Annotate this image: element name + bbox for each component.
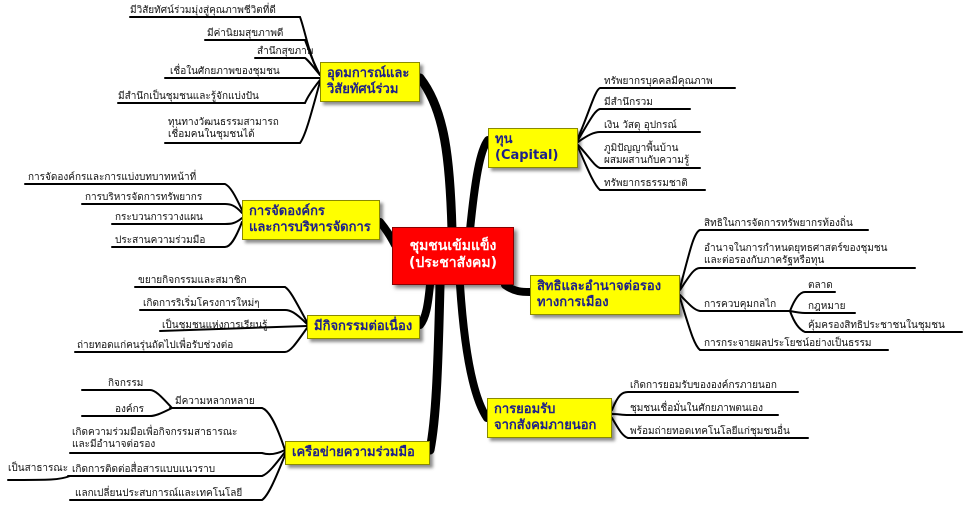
spoke-ideology [415,73,457,235]
spoke-activities [416,281,434,329]
branch-organization[interactable]: การจัดองค์กร และการบริหารจัดการ [242,200,380,240]
leaf-network-public: เป็นสาธารณะ [8,463,69,474]
spoke-acceptance [456,281,491,422]
central-node[interactable]: ชุมชนเข้มแข็ง (ประชาสังคม) [392,227,514,285]
leaf-rights-law: กฎหมาย [808,301,846,312]
branch-network[interactable]: เครือข่ายความร่วมมือ [285,441,430,465]
leaf-acceptance-1: เกิดการยอมรับขององค์กรภายนอก [630,380,777,391]
leaf-organization-4: ประสานความร่วมมือ [115,235,206,246]
branch-activities[interactable]: มีกิจกรรมต่อเนื่อง [307,315,420,339]
leaf-ideology-2: มีค่านิยมสุขภาพดี [207,28,284,39]
leaf-rights-protection: คุ้มครองสิทธิประชาชนในชุมชน [808,320,945,331]
leaf-ideology-6: ทุนทางวัฒนธรรมสามารถ เชื่อมคนในชุมชนได้ [168,117,279,140]
leaf-capital-3: เงิน วัสดุ อุปกรณ์ [604,120,677,131]
leaf-network-diversity: มีความหลากหลาย [175,396,255,407]
leaf-organization-2: การบริหารจัดการทรัพยากร [85,192,203,203]
leaf-ideology-4: เชื่อในศักยภาพของชุมชน [170,66,280,77]
leaf-capital-1: ทรัพยากรบุคคลมีคุณภาพ [604,76,713,87]
branch-rights[interactable]: สิทธิและอำนาจต่อรอง ทางการเมือง [530,275,680,315]
leaf-ideology-5: มีสำนึกเป็นชุมชนและรู้จักแบ่งปัน [118,91,259,102]
branch-ideology[interactable]: อุดมการณ์และ วิสัยทัศน์ร่วม [320,62,420,102]
branch-capital[interactable]: ทุน (Capital) [488,128,578,168]
leaf-rights-4: การกระจายผลประโยชน์อย่างเป็นธรรม [704,338,872,349]
leaf-acceptance-2: ชุมชนเชื่อมั่นในศักยภาพตนเอง [630,403,764,414]
leaf-acceptance-3: พร้อมถ่ายทอดเทคโนโลยีแก่ชุมชนอื่น [630,426,790,437]
leaf-network-2: เกิดการติดต่อสื่อสารแบบแนวราบ [72,464,216,475]
leaf-organization-3: กระบวนการวางแผน [115,212,203,223]
spoke-network [425,280,445,455]
leaf-capital-4: ภูมิปัญญาพื้นบ้าน ผสมผสานกับความรู้ [604,143,690,166]
leaf-organization-1: การจัดองค์กรและการแบ่งบทบาทหน้าที่ [28,172,197,183]
leaf-rights-1: สิทธิในการจัดการทรัพยากรท้องถิ่น [704,218,853,229]
spoke-rights [501,281,534,296]
branch-acceptance[interactable]: การยอมรับ จากสังคมภายนอก [487,398,612,438]
leaf-activities-4: ถ่ายทอดแก่คนรุ่นถัดไปเพื่อรับช่วงต่อ [77,340,234,351]
leaf-activities-2: เกิดการริเริ่มโครงการใหม่ๆ [143,298,260,309]
leaf-activities-3: เป็นชุมชนแห่งการเรียนรู้ [162,320,268,331]
leaf-network-1: เกิดความร่วมมือเพื่อกิจกรรมสาธารณะ และมี… [72,427,238,450]
leaf-ideology-1: มีวิสัยทัศน์ร่วมมุ่งสู่คุณภาพชีวิตที่ดี [130,5,276,16]
leaf-network-organization: องค์กร [115,404,145,415]
leaf-capital-5: ทรัพยากรธรรมชาติ [604,178,688,189]
leaf-rights-3: การควบคุมกลไก [704,299,777,310]
leaf-network-activity: กิจกรรม [108,378,144,389]
leaf-rights-market: ตลาด [808,280,833,291]
leaf-rights-2: อำนาจในการกำหนดยุทธศาสตร์ของชุมชน และต่อ… [704,243,888,266]
leaf-network-3: แลกเปลี่ยนประสบการณ์และเทคโนโลยี [75,488,243,499]
leaf-ideology-3: สำนึกสุขภาพ [257,46,314,57]
spoke-capital [466,136,492,234]
leaf-activities-1: ขยายกิจกรรมและสมาชิก [138,275,247,286]
leaf-capital-2: มีสำนึกรวม [604,97,653,108]
